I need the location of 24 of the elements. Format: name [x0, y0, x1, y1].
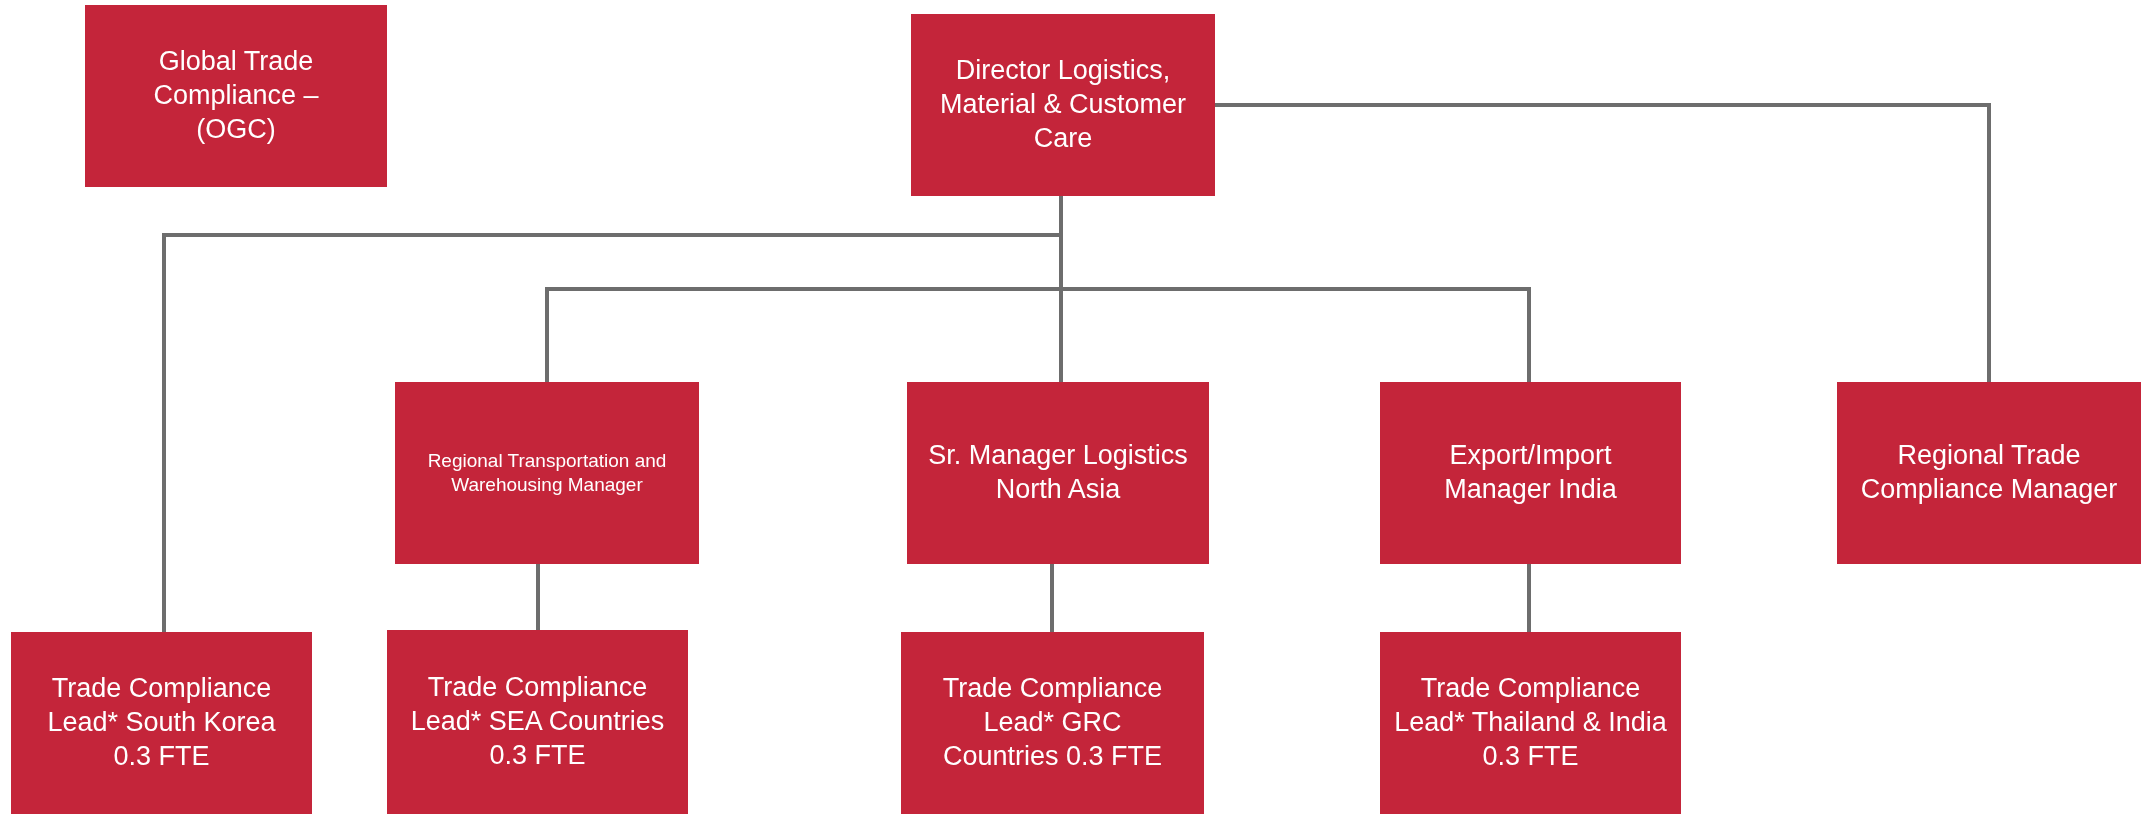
- connector-line: [1050, 564, 1054, 632]
- role-title: Trade Compliance Lead* GRC Countries 0.3 FTE: [941, 672, 1164, 773]
- connector-line: [1527, 564, 1531, 632]
- org-box: [11, 632, 312, 814]
- org-box: [911, 14, 1215, 196]
- org-box: [901, 632, 1204, 814]
- org-box: [395, 382, 699, 564]
- role-title: Regional Transportation and Warehousing Manager: [426, 449, 668, 497]
- org-box: [907, 382, 1209, 564]
- role-title: Director Logistics, Material & Customer Care: [938, 54, 1188, 155]
- role-title: Trade Compliance Lead* SEA Countries 0.3 FTE: [409, 671, 666, 772]
- org-box: [1837, 382, 2141, 564]
- role-title: Trade Compliance Lead* Thailand & India 0.3 FTE: [1394, 672, 1667, 773]
- org-box: [387, 630, 688, 814]
- role-title: Regional Trade Compliance Manager: [1859, 439, 2119, 506]
- role-title: Sr. Manager Logistics North Asia: [928, 439, 1188, 506]
- role-title: Global Trade Compliance – (OGC): [152, 45, 320, 146]
- connector-line: [1215, 103, 1991, 382]
- role-title: Trade Compliance Lead* South Korea 0.3 FTE: [46, 672, 277, 773]
- org-box: [1380, 632, 1681, 814]
- org-box: [85, 5, 387, 187]
- connector-line: [536, 564, 540, 630]
- role-title: Export/Import Manager India: [1443, 439, 1618, 506]
- org-box: [1380, 382, 1681, 564]
